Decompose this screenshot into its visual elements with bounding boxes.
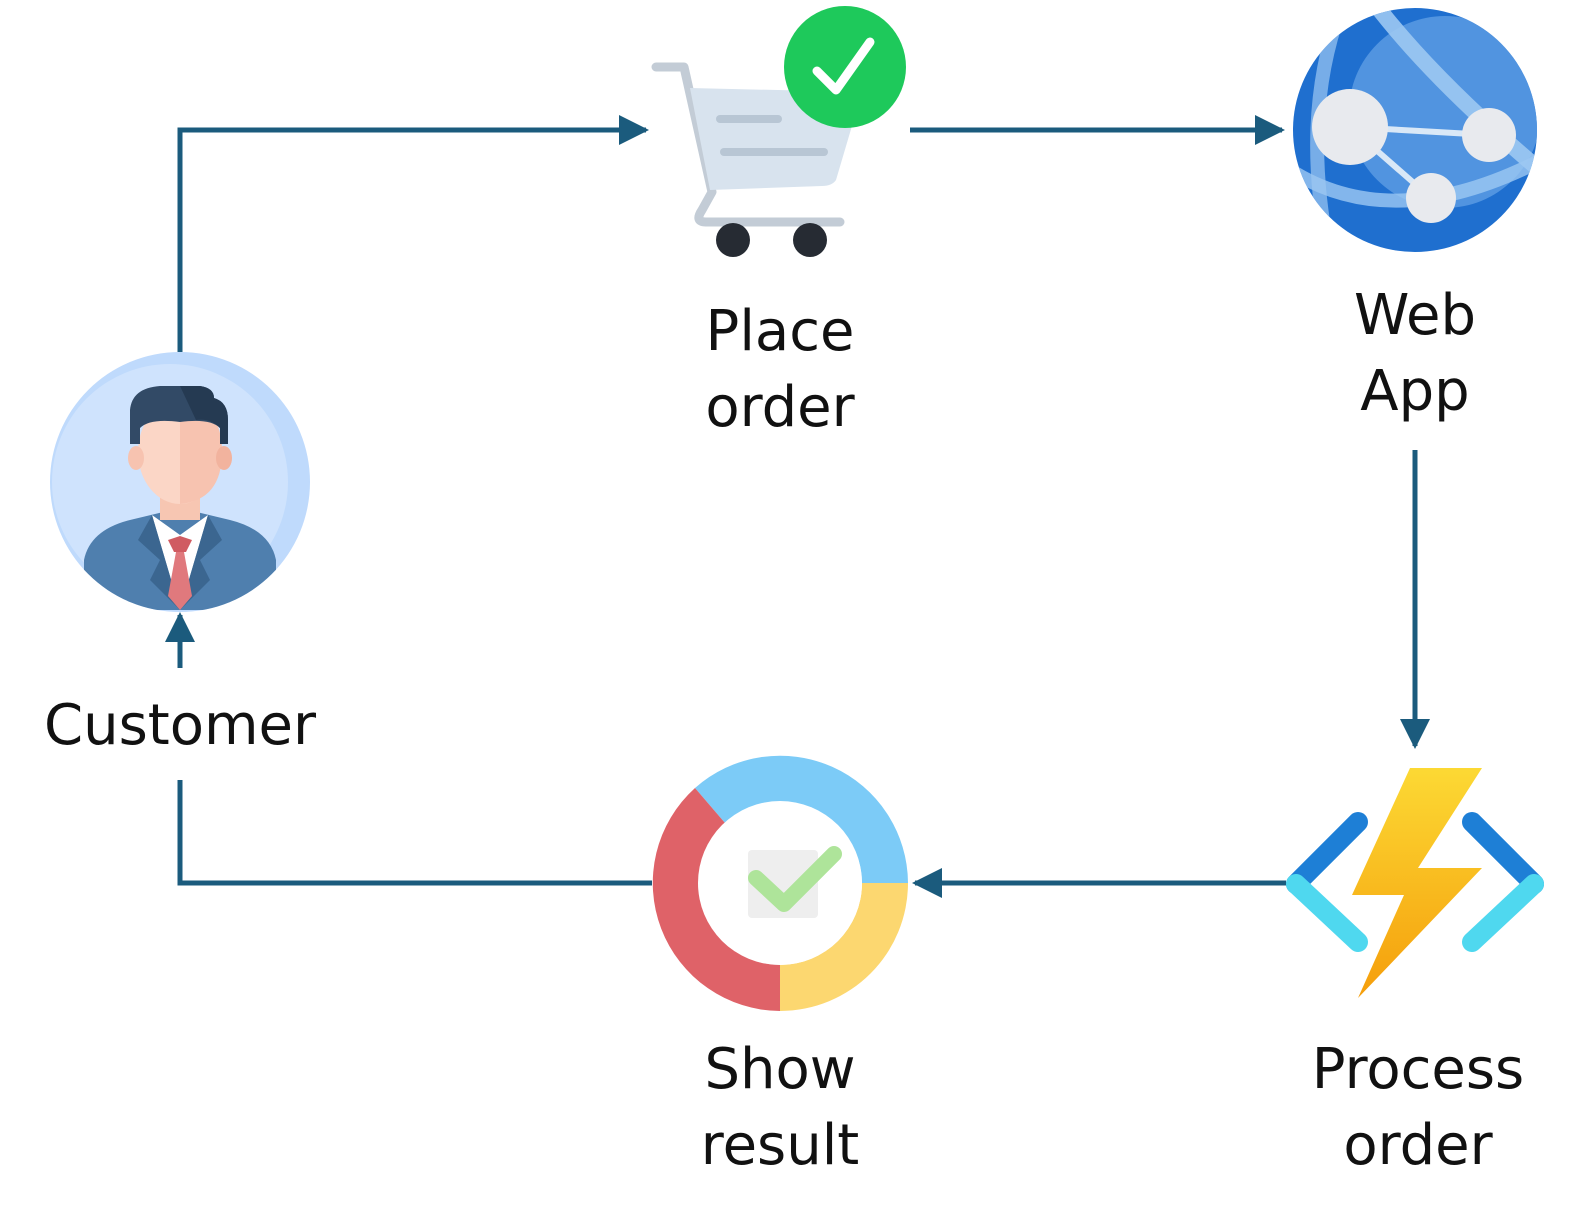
shopping-cart-check-icon [651, 6, 906, 257]
edge-customer-to-place-order [177, 115, 649, 352]
web-app-label-line-1: Web [1353, 283, 1477, 348]
edge-show-result-to-customer [177, 780, 652, 886]
connectors [165, 115, 1430, 898]
process-order-label-line-1: Process [1311, 1037, 1525, 1102]
process-order-label: Process order [1270, 1032, 1566, 1184]
web-app-label: Web App [1285, 278, 1545, 430]
place-order-label-line-1: Place [705, 299, 855, 364]
customer-label: Customer [30, 688, 330, 764]
show-result-label-line-1: Show [704, 1037, 856, 1102]
result-donut-check-icon [652, 755, 908, 1011]
customer-label-text: Customer [43, 693, 316, 758]
process-order-label-line-2: order [1343, 1113, 1493, 1178]
show-result-label: Show result [650, 1032, 910, 1184]
show-result-label-line-2: result [700, 1113, 860, 1178]
function-lightning-icon [1286, 768, 1544, 998]
web-app-globe-icon [1293, 8, 1537, 252]
web-app-label-line-2: App [1360, 359, 1470, 424]
place-order-label-line-2: order [705, 375, 855, 440]
customer-avatar-icon [50, 352, 310, 612]
place-order-label: Place order [650, 294, 910, 446]
